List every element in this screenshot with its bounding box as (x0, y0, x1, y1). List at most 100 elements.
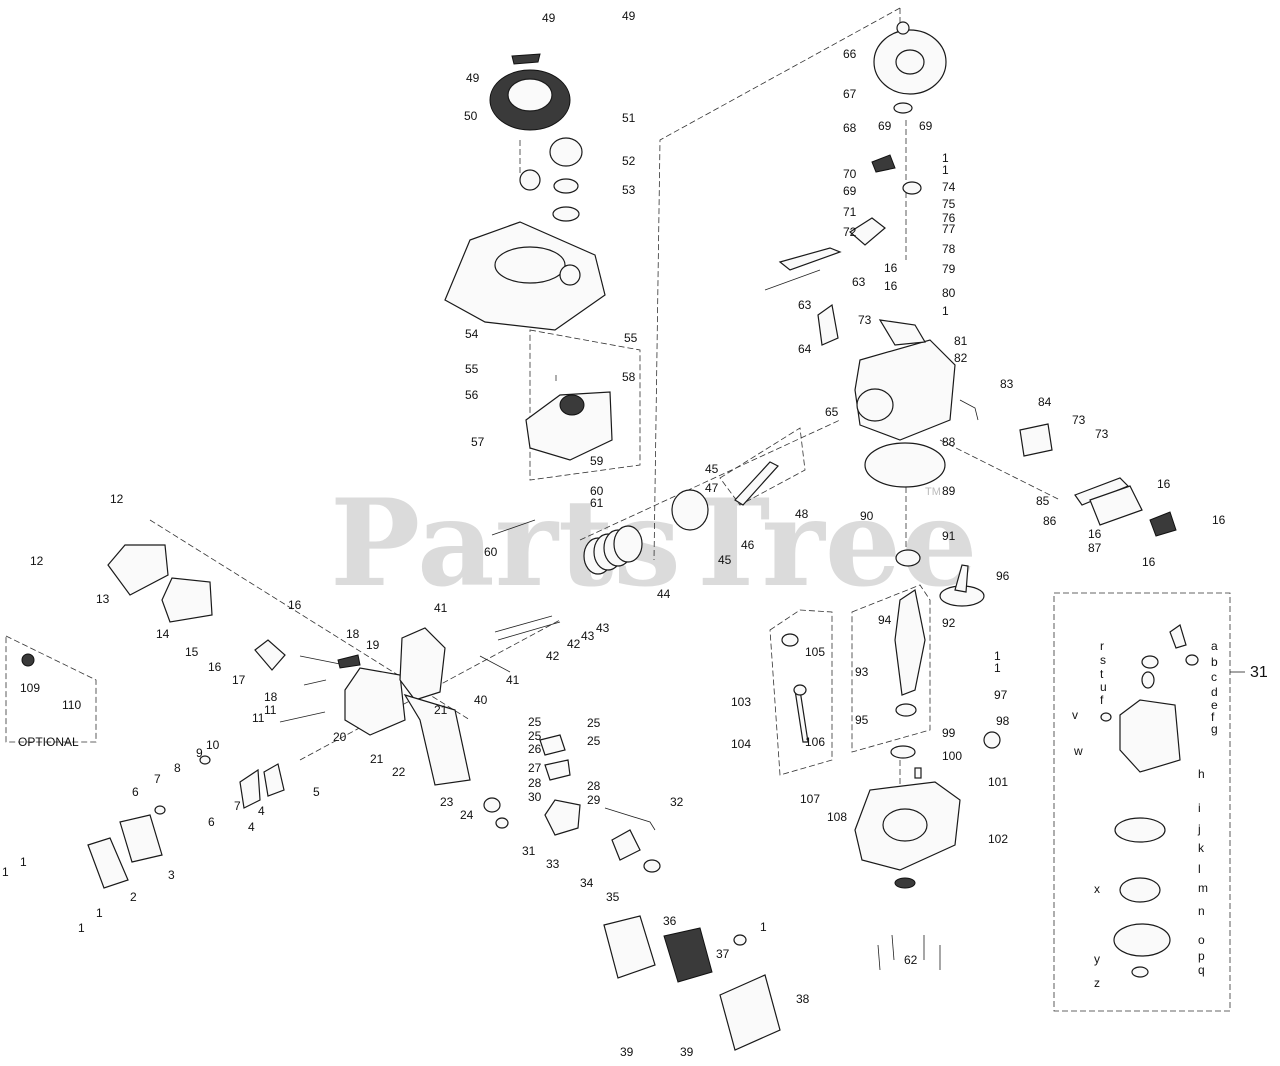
callout-c18a: 18 (346, 627, 360, 641)
callout-c35: 35 (606, 890, 620, 904)
callout-c56: 56 (465, 388, 479, 402)
callout-co: o (1198, 933, 1205, 947)
callout-c92: 92 (942, 616, 956, 630)
callout-c76: 76 (942, 211, 956, 225)
callout-c53: 53 (622, 183, 636, 197)
callout-c95: 95 (855, 713, 869, 727)
callout-c49a: 49 (542, 11, 556, 25)
callout-c55a: 55 (624, 331, 638, 345)
callout-c38: 38 (796, 992, 810, 1006)
callout-c50: 50 (464, 109, 478, 123)
connecting-rod (734, 461, 779, 506)
shield-64 (817, 303, 839, 346)
callout-c93: 93 (855, 665, 869, 679)
callout-c25c: 25 (528, 729, 542, 743)
callout-c100: 100 (942, 749, 962, 763)
gasket-40 (399, 627, 446, 701)
callout-ci: i (1198, 801, 1201, 815)
callout-ch: h (1198, 767, 1205, 781)
callout-c71: 71 (843, 205, 857, 219)
callout-c12a: 12 (110, 492, 124, 506)
cylinder-head (344, 667, 406, 736)
callout-c5: 5 (313, 785, 320, 799)
callout-c30: 30 (528, 790, 542, 804)
carb-body-h (1119, 699, 1181, 773)
callout-ca: a (1211, 639, 1218, 653)
callout-c40: 40 (474, 693, 488, 707)
callout-c12b: 12 (30, 554, 44, 568)
group-boxes (5, 329, 1245, 1012)
callout-c1i: 1 (78, 921, 85, 935)
callout-c37: 37 (716, 947, 730, 961)
callout-c23: 23 (440, 795, 454, 809)
callout-c48: 48 (795, 507, 809, 521)
callout-ct: t (1100, 667, 1104, 681)
callout-c58: 58 (622, 370, 636, 384)
callout-c28a: 28 (528, 776, 542, 790)
piston (671, 489, 709, 531)
callout-c84: 84 (1038, 395, 1052, 409)
callout-c25d: 25 (587, 734, 601, 748)
callout-c87: 87 (1088, 541, 1102, 555)
callout-c88: 88 (942, 435, 956, 449)
callout-c49b: 49 (622, 9, 636, 23)
watermark-trademark: TM (925, 486, 941, 498)
callout-c109: 109 (20, 681, 40, 695)
callout-c1d: 1 (994, 649, 1001, 663)
callout-cf2: f (1100, 693, 1104, 707)
callout-cp: p (1198, 949, 1205, 963)
callout-c13: 13 (96, 592, 110, 606)
callout-cs: s (1100, 653, 1106, 667)
callout-c1e: 1 (994, 661, 1001, 675)
callout-c80: 80 (942, 286, 956, 300)
muffler-guard (107, 544, 169, 596)
callout-cu: u (1100, 680, 1107, 694)
callout-c1c: 1 (942, 304, 949, 318)
callout-c14: 14 (156, 627, 170, 641)
group-label-31: 31 (1250, 664, 1268, 681)
optional-label: OPTIONAL (18, 735, 79, 749)
callout-c89: 89 (942, 484, 956, 498)
callout-cg: g (1211, 722, 1218, 736)
callout-c57: 57 (471, 435, 485, 449)
callout-c1a: 1 (942, 151, 949, 165)
callout-c66: 66 (843, 47, 857, 61)
callout-c16d: 16 (1088, 527, 1102, 541)
callout-c67: 67 (843, 87, 857, 101)
callout-c65: 65 (825, 405, 839, 419)
air-filter-base (603, 915, 656, 979)
callout-c16b: 16 (884, 279, 898, 293)
callout-cb: b (1211, 655, 1218, 669)
callout-c19: 19 (366, 638, 380, 652)
callout-c41a: 41 (434, 601, 448, 615)
callout-cd: d (1211, 685, 1218, 699)
muffler (161, 577, 213, 623)
bolts-62 (877, 934, 941, 971)
carburetor (544, 799, 581, 836)
callout-c16c: 16 (1157, 477, 1171, 491)
callout-c1b: 1 (942, 163, 949, 177)
callout-c4b: 4 (248, 820, 255, 834)
flywheel-nut (896, 21, 910, 35)
callout-c20: 20 (333, 730, 347, 744)
callout-c3: 3 (168, 868, 175, 882)
piston-rings (583, 525, 643, 575)
callout-c86: 86 (1043, 514, 1057, 528)
callout-c16g: 16 (288, 598, 302, 612)
callout-c74: 74 (942, 180, 956, 194)
callout-c101: 101 (988, 775, 1008, 789)
callout-c59: 59 (590, 454, 604, 468)
callout-c73a: 73 (858, 313, 872, 327)
callout-c21b: 21 (370, 752, 384, 766)
callout-c25b: 25 (587, 716, 601, 730)
callout-cy: y (1094, 952, 1100, 966)
callout-c107: 107 (800, 792, 820, 806)
callout-c68: 68 (843, 121, 857, 135)
callout-cz: z (1094, 976, 1100, 990)
callout-c45b: 45 (718, 553, 732, 567)
callout-c39b: 39 (680, 1045, 694, 1059)
carb-gasket-k (1114, 817, 1166, 843)
callout-c16f: 16 (1142, 555, 1156, 569)
callout-c42a: 42 (567, 637, 581, 651)
